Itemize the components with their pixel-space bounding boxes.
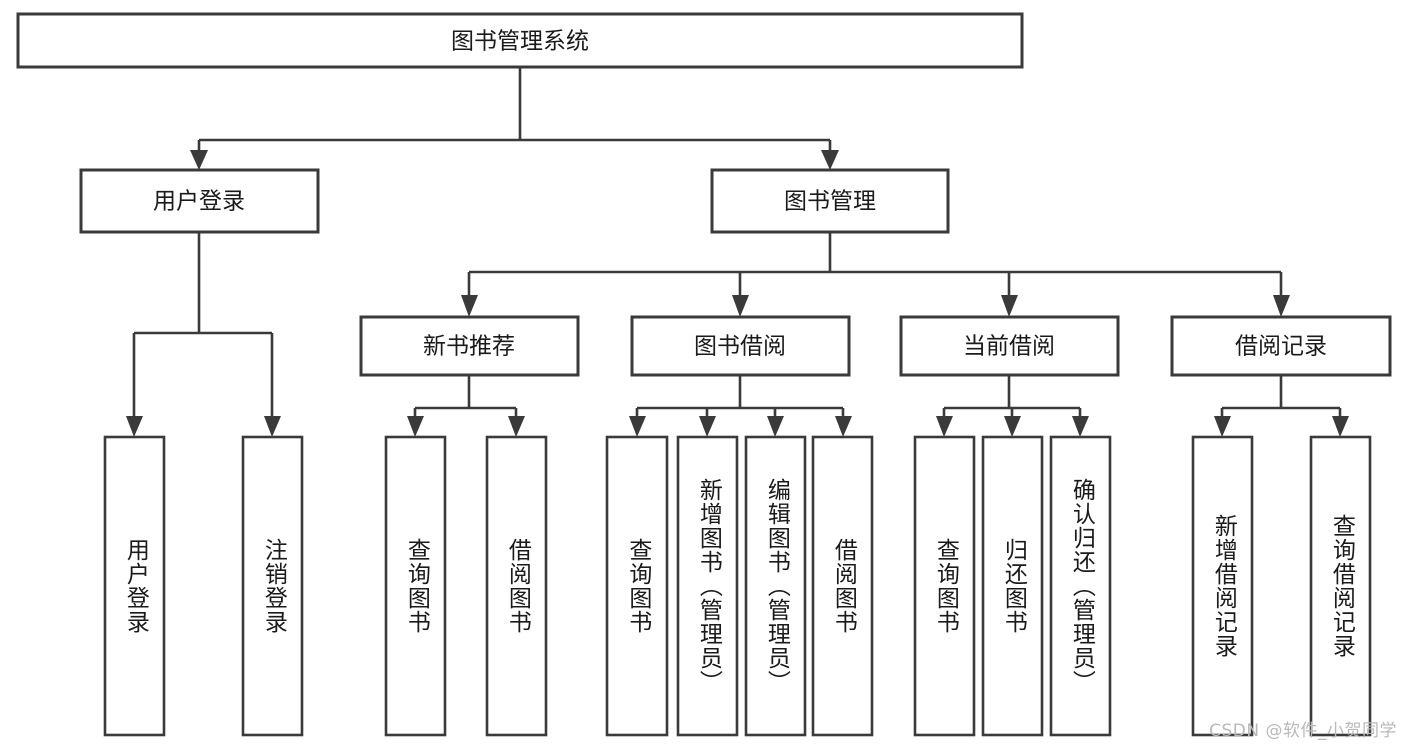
node-label: 图书管理 — [784, 189, 876, 215]
node-box — [605, 435, 669, 737]
node-leaf-add-book-admin[interactable] — [676, 435, 739, 737]
arrow-head-icon — [629, 416, 646, 437]
arrow-head-icon — [407, 416, 424, 437]
node-box — [1170, 315, 1392, 377]
connector-bookborrow-to-leaves — [629, 375, 852, 437]
node-label: 图书管理系统 — [451, 29, 589, 55]
node-leaf-add-borrow-record[interactable] — [1191, 435, 1254, 737]
node-box — [676, 435, 739, 737]
arrow-head-icon — [699, 416, 716, 437]
connector-currentborrow-to-leaves — [936, 375, 1089, 437]
arrow-head-icon — [835, 416, 852, 437]
arrow-head-icon — [732, 295, 749, 317]
node-leaf-borrow-book-recommend[interactable] — [485, 435, 548, 737]
arrow-head-icon — [461, 295, 478, 317]
node-label: 用户登录 — [153, 189, 245, 215]
node-book-borrow[interactable]: 图书借阅 — [630, 315, 851, 377]
node-leaf-confirm-return-admin[interactable] — [1049, 435, 1112, 737]
node-box — [485, 435, 548, 737]
node-box — [630, 315, 851, 377]
node-new-book-recommend[interactable]: 新书推荐 — [359, 315, 580, 377]
node-box — [1049, 435, 1112, 737]
node-label: 图书借阅 — [694, 334, 786, 360]
node-leaf-logout[interactable] — [241, 435, 304, 737]
node-label: 借阅记录 — [1235, 334, 1327, 360]
node-leaf-edit-book-admin[interactable] — [744, 435, 807, 737]
node-label: 新书推荐 — [423, 334, 515, 360]
node-box — [811, 435, 874, 737]
arrow-head-icon — [821, 150, 839, 170]
node-box — [16, 12, 1024, 69]
connector-bookmgmt-to-level3 — [461, 232, 1290, 317]
connector-newbook-to-leaves — [407, 375, 525, 437]
arrow-head-icon — [126, 416, 143, 437]
node-current-borrow[interactable]: 当前借阅 — [899, 315, 1120, 377]
node-book-management[interactable]: 图书管理 — [710, 168, 950, 234]
node-leaf-return-book[interactable] — [981, 435, 1044, 737]
node-label: 当前借阅 — [963, 334, 1055, 360]
node-leaf-query-book-current[interactable] — [913, 435, 976, 737]
arrow-head-icon — [1072, 416, 1089, 437]
node-box — [241, 435, 304, 737]
arrow-head-icon — [190, 150, 208, 170]
arrow-head-icon — [767, 416, 784, 437]
arrow-head-icon — [1001, 295, 1018, 317]
node-box — [1191, 435, 1254, 737]
node-box — [710, 168, 950, 234]
arrow-head-icon — [1004, 416, 1021, 437]
node-box — [79, 168, 320, 234]
connector-root-to-level2 — [190, 67, 839, 170]
arrow-head-icon — [264, 416, 281, 437]
node-leaf-user-login[interactable] — [103, 435, 166, 737]
node-box — [1309, 435, 1372, 737]
arrow-head-icon — [936, 416, 953, 437]
node-box — [899, 315, 1120, 377]
connector-userlogin-to-leaves — [126, 232, 281, 437]
node-borrow-record[interactable]: 借阅记录 — [1170, 315, 1392, 377]
node-root-system[interactable]: 图书管理系统 — [16, 12, 1024, 69]
arrow-head-icon — [1332, 416, 1349, 437]
node-box — [359, 315, 580, 377]
node-leaf-query-book-recommend[interactable] — [384, 435, 447, 737]
arrow-head-icon — [1273, 295, 1290, 317]
node-leaf-query-book-borrow[interactable] — [605, 435, 669, 737]
arrow-head-icon — [1214, 416, 1231, 437]
node-box — [384, 435, 447, 737]
node-box — [913, 435, 976, 737]
connector-borrowrecord-to-leaves — [1214, 375, 1349, 437]
node-box — [981, 435, 1044, 737]
node-leaf-borrow-book[interactable] — [811, 435, 874, 737]
node-box — [744, 435, 807, 737]
watermark-text: CSDN @软件_小贺同学 — [1209, 721, 1397, 741]
node-box — [103, 435, 166, 737]
node-user-login[interactable]: 用户登录 — [79, 168, 320, 234]
arrow-head-icon — [508, 416, 525, 437]
node-leaf-query-borrow-record[interactable] — [1309, 435, 1372, 737]
